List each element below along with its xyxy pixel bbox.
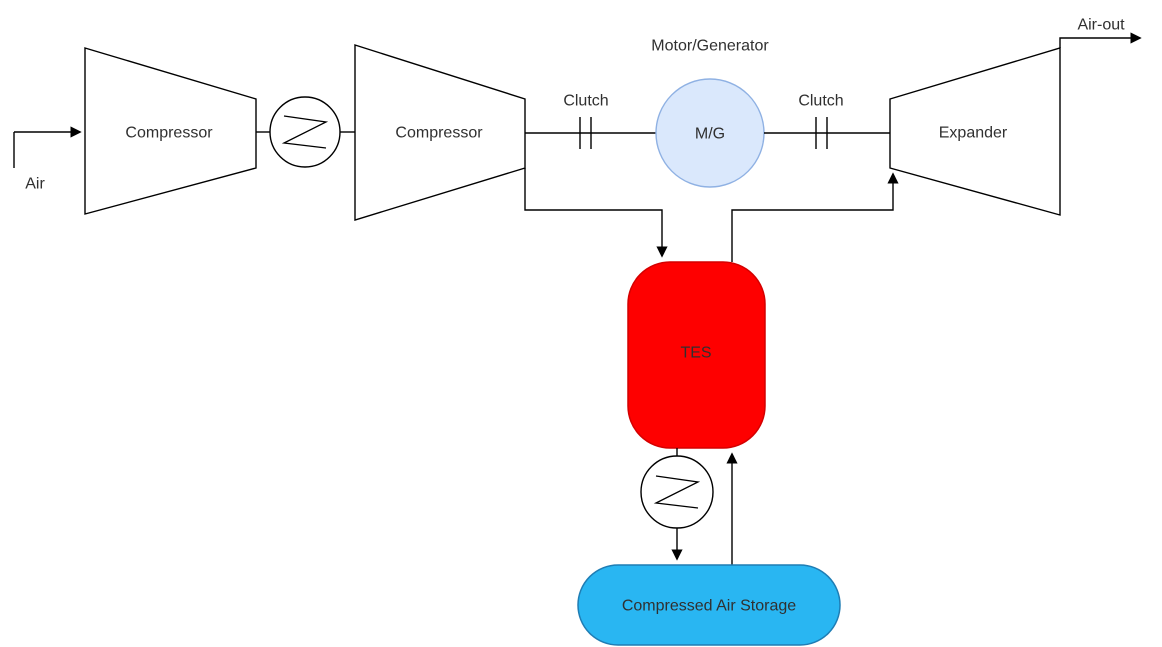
compressor-1-label: Compressor [125, 125, 213, 142]
compressed-air-storage-shape [577, 564, 841, 646]
expander-shape [889, 47, 1061, 216]
clutch-2-label: Clutch [798, 93, 843, 110]
motor-generator: Motor/Generator M/G [651, 38, 769, 188]
compressed-air-storage-label: Compressed Air Storage [622, 598, 796, 615]
air-out-label: Air-out [1077, 17, 1125, 34]
compressor-to-tes-pipe [524, 168, 668, 258]
storage-heat-exchanger [640, 448, 714, 561]
tes-to-expander-pipe [731, 172, 899, 262]
motor-generator-label: M/G [695, 126, 725, 143]
motor-generator-title: Motor/Generator [651, 38, 769, 55]
clutch-1-label: Clutch [563, 93, 608, 110]
tes: TES [627, 261, 766, 449]
compressor-1: Compressor [84, 47, 257, 215]
shaft-right: Clutch [764, 93, 890, 149]
storage-hx-zigzag-icon [653, 475, 701, 509]
air-in-label: Air [25, 176, 45, 193]
compressor-2-label: Compressor [395, 125, 483, 142]
compressor-2: Compressor [354, 44, 526, 221]
air-outlet: Air-out [1059, 17, 1142, 48]
tes-shape [627, 261, 766, 449]
intercooler-zigzag-icon [281, 115, 329, 149]
air-out-arrow [1059, 32, 1142, 48]
expander-label: Expander [939, 125, 1008, 142]
air-inlet: Air [13, 126, 82, 193]
intercooler [256, 96, 355, 168]
compressor-1-shape [84, 47, 257, 215]
compressed-air-storage: Compressed Air Storage [577, 564, 841, 646]
tes-label: TES [680, 345, 711, 362]
shaft-left: Clutch [525, 93, 656, 149]
expander: Expander [889, 47, 1061, 216]
